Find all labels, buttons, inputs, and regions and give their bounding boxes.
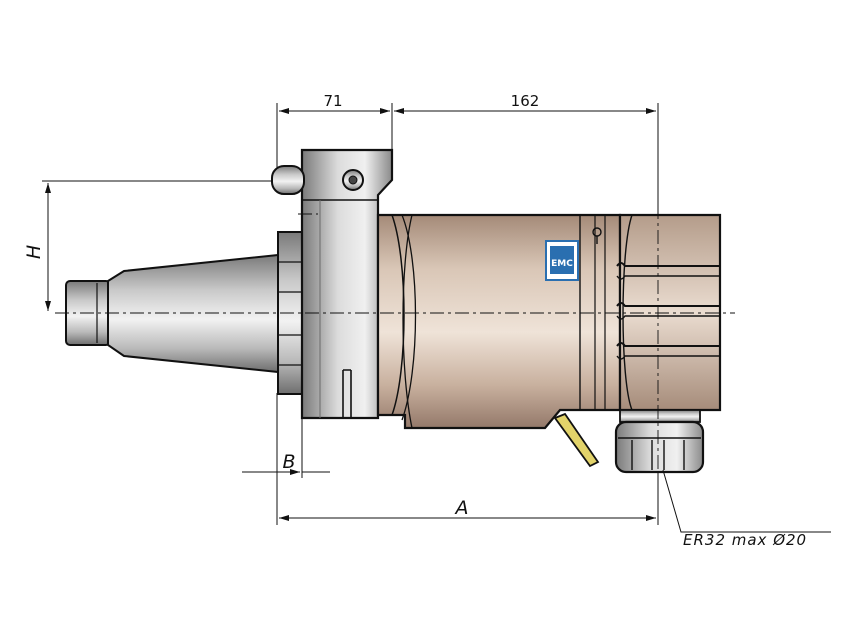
dimension-162: 162 (511, 92, 540, 110)
dimension-71: 71 (323, 92, 342, 110)
taper-cone (107, 253, 279, 374)
taper-shank (65, 253, 279, 374)
head-body (376, 213, 622, 468)
logo-text: EMC (551, 259, 573, 269)
centre-lines (55, 205, 735, 480)
clamp-lever (553, 412, 600, 468)
dimension-lines (42, 103, 831, 533)
brand-logo: EMC (545, 240, 579, 281)
collet-callout: ER32 max Ø20 (683, 531, 807, 549)
stop-pin (271, 165, 305, 195)
dimension-H: H (23, 245, 45, 259)
dimension-A: A (454, 497, 469, 519)
flange (271, 148, 394, 420)
collet-nut (614, 420, 705, 474)
angle-head (614, 213, 722, 474)
dimension-B: B (282, 451, 295, 473)
